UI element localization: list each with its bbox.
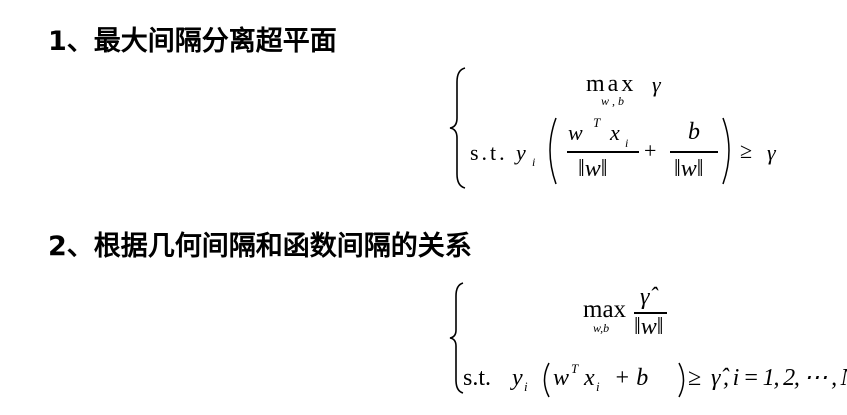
left-brace-2 <box>449 282 464 394</box>
y-subscript: i <box>532 155 536 169</box>
max-subscript-2: w,b <box>593 321 610 335</box>
max-operator-2: max <box>583 296 627 323</box>
gamma-hat: γ̂ <box>711 365 721 391</box>
y-subscript-2: i <box>524 379 528 394</box>
y-2: y <box>512 365 523 391</box>
plus: + <box>644 138 657 163</box>
numerator-x: x <box>610 120 620 145</box>
numerator-b: b <box>688 119 700 145</box>
fraction-bar-2 <box>670 151 718 153</box>
x-subscript-2: i <box>596 379 600 394</box>
geq-2: ≥ <box>688 365 702 391</box>
gamma: γ <box>652 72 661 97</box>
subject-to: s.t. <box>470 140 508 165</box>
max-subscript: w , b <box>601 94 625 108</box>
x-2: x <box>584 365 595 391</box>
rhs-gamma: γ <box>767 140 776 165</box>
fraction-bar-1 <box>567 151 639 153</box>
transpose-T-2: T <box>571 361 579 376</box>
right-paren-1 <box>722 117 730 185</box>
max-operator: max <box>586 71 637 97</box>
numerator-w: w <box>568 120 583 145</box>
left-paren-2 <box>543 362 550 398</box>
denominator-norm-w-2: ‖w‖ <box>674 156 704 182</box>
left-paren-1 <box>549 117 557 185</box>
subject-to-2: s.t. <box>463 365 492 391</box>
left-brace-1 <box>449 67 466 189</box>
x-subscript: i <box>625 136 629 150</box>
transpose-T: T <box>593 115 601 130</box>
geq: ≥ <box>740 138 753 163</box>
heading-geometric-functional-margin: 2、根据几何间隔和函数间隔的关系 <box>48 231 472 262</box>
heading-max-margin-hyperplane: 1、最大间隔分离超平面 <box>48 26 337 57</box>
plus-b: + b <box>614 365 649 391</box>
w-2: w <box>553 365 570 391</box>
y: y <box>516 140 526 165</box>
fraction-bar-3 <box>634 312 667 314</box>
gamma-hat-numerator: γ̂ <box>640 284 650 310</box>
denominator-norm-w-3: ‖w‖ <box>634 314 664 340</box>
right-paren-2 <box>678 362 685 398</box>
denominator-norm-w: ‖w‖ <box>578 156 608 182</box>
index-range: , i = 1, 2, ⋯ , N <box>723 365 847 391</box>
